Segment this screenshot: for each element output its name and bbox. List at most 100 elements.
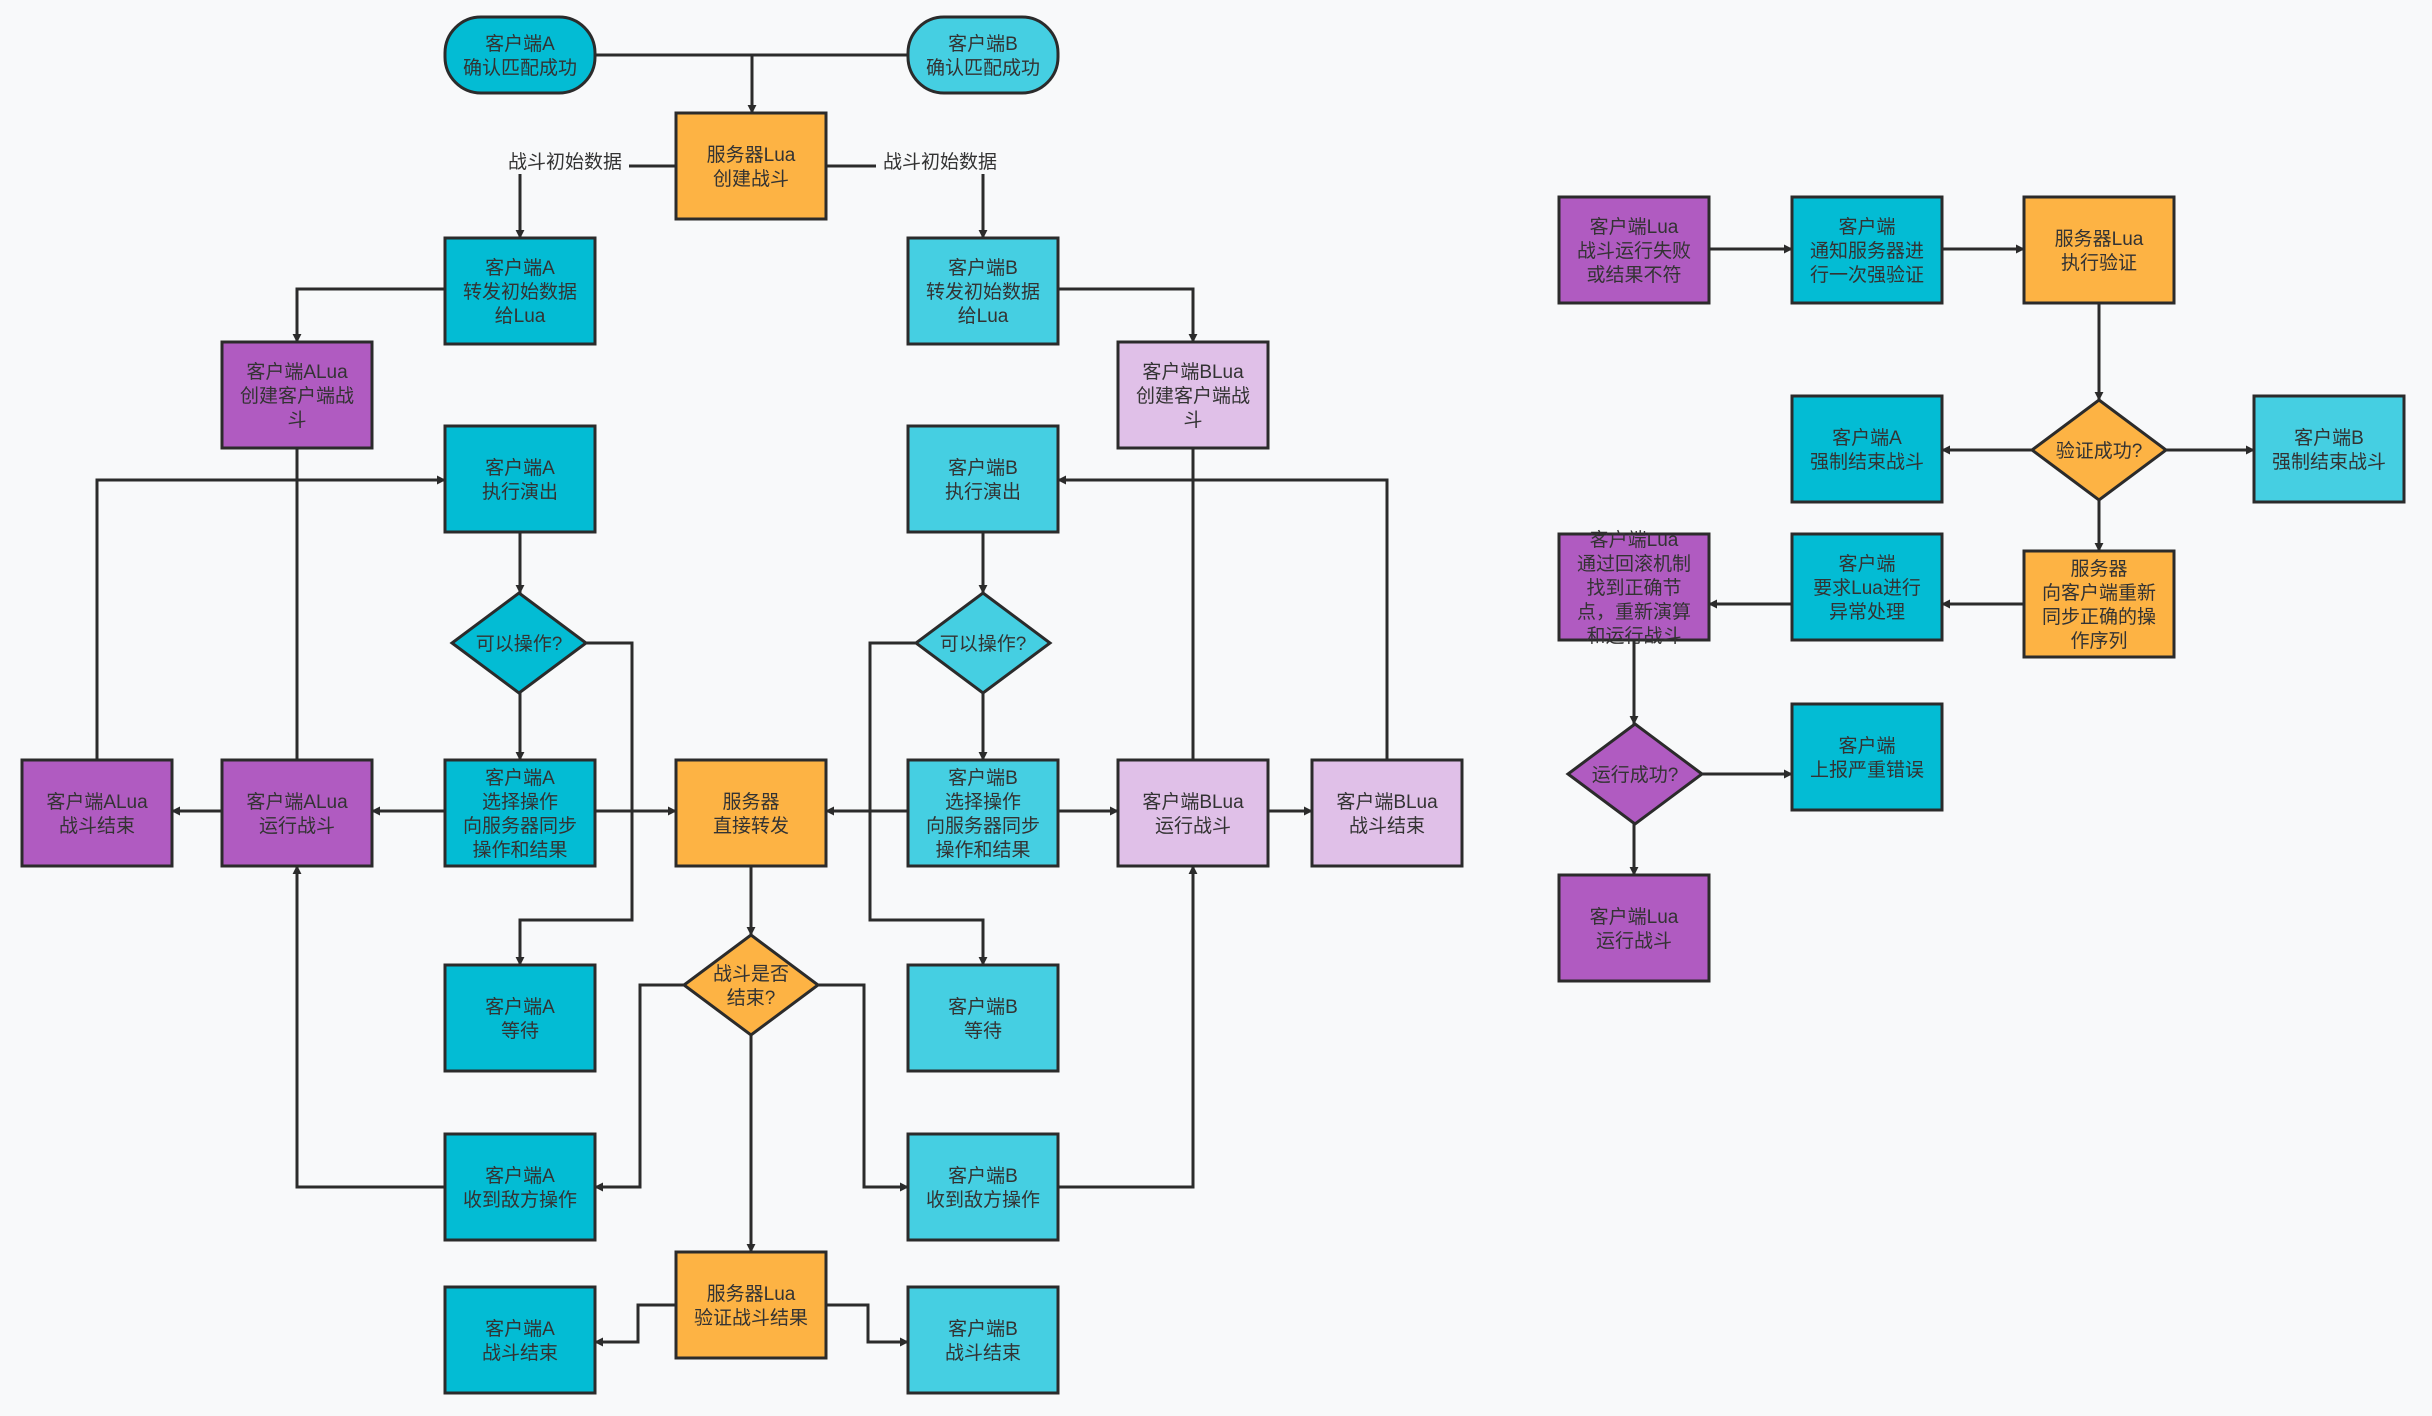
- node-shape: [906, 1285, 1060, 1395]
- edge-fwd-b-to-lua-b: [1058, 287, 1198, 343]
- edges: [95, 53, 2255, 1347]
- node-shape: [1790, 394, 1944, 504]
- node-report-error: 客户端上报严重错误: [1790, 702, 1944, 812]
- node-shape: [443, 963, 597, 1073]
- edge-label-bg: [876, 150, 1004, 174]
- node-shape: [1116, 758, 1270, 868]
- node-shape: [443, 15, 597, 95]
- node-shape: [906, 758, 1060, 868]
- node-shape: [1790, 702, 1944, 812]
- node-shape: [674, 1250, 828, 1360]
- edge-label-init-data-a: 战斗初始数据: [508, 151, 622, 173]
- node-shape: [2022, 549, 2176, 659]
- node-shape: [906, 963, 1060, 1073]
- edge-labels: 战斗初始数据战斗初始数据: [501, 150, 1004, 174]
- node-shape: [2022, 195, 2176, 305]
- node-shape: [674, 111, 828, 221]
- node-client-exception: 客户端要求Lua进行异常处理: [1790, 532, 1944, 642]
- node-label: 战斗是否结束?: [713, 963, 789, 1009]
- node-label: 客户端上报严重错误: [1810, 735, 1924, 781]
- node-shape: [443, 1285, 597, 1395]
- node-shape: [681, 933, 821, 1037]
- node-shape: [906, 424, 1060, 534]
- node-label: 客户端通知服务器进行一次强验证: [1810, 216, 1924, 286]
- node-shape: [1790, 195, 1944, 305]
- node-shape: [2029, 398, 2169, 502]
- node-label: 客户端要求Lua进行异常处理: [1813, 553, 1921, 623]
- node-shape: [449, 591, 589, 695]
- node-shape: [20, 758, 174, 868]
- edge-fwd-a-to-lua-a: [292, 287, 445, 343]
- node-battle-over: 战斗是否结束?: [681, 933, 821, 1037]
- node-label: 可以操作?: [476, 633, 563, 655]
- node-shape: [1557, 873, 1711, 983]
- node-run-ok: 运行成功?: [1565, 722, 1705, 826]
- edge-verify-to-end-a: [594, 1303, 676, 1347]
- node-shape: [913, 591, 1053, 695]
- node-shape: [2252, 394, 2406, 504]
- node-label: 运行成功?: [1592, 764, 1679, 786]
- node-server-fwd: 服务器直接转发: [674, 758, 828, 868]
- edge-verify-to-end-b: [826, 1303, 909, 1347]
- edge-can-op-a-no: [515, 641, 634, 966]
- node-shape: [1557, 532, 1711, 642]
- node-shape: [220, 758, 374, 868]
- edge-create-to-fwd-b: [826, 164, 988, 239]
- edge-can-op-b-no: [868, 641, 988, 966]
- node-server-resync: 服务器向客户端重新同步正确的操作序列: [2022, 549, 2176, 659]
- node-label: 验证成功?: [2056, 440, 2143, 462]
- node-shape: [443, 758, 597, 868]
- node-shape: [1565, 722, 1705, 826]
- edge-start-a-to-create: [595, 53, 757, 114]
- node-label: 服务器向客户端重新同步正确的操作序列: [2042, 558, 2156, 652]
- node-shape: [906, 1132, 1060, 1242]
- edge-recv-a-to-lua-a-run: [292, 865, 445, 1189]
- edge-recv-b-to-lua-b-run: [1058, 865, 1198, 1189]
- edge-battle-over-to-recv-a: [594, 983, 684, 1192]
- node-shape: [906, 236, 1060, 346]
